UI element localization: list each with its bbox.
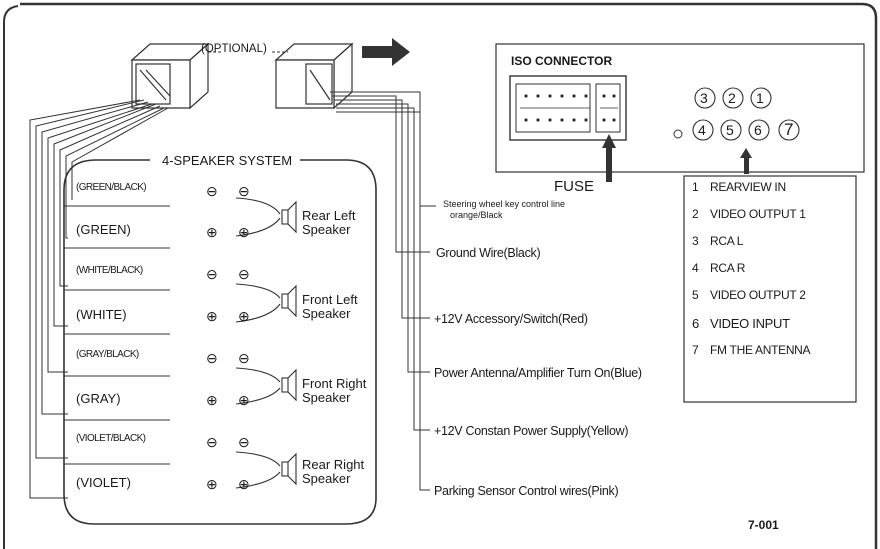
speaker-name: Speaker <box>302 222 351 237</box>
pin-number: 7 <box>784 120 794 139</box>
iso-pins <box>524 94 616 122</box>
polarity-symbol: ⊕ <box>238 224 250 240</box>
polarity-symbol: ⊖ <box>206 183 218 199</box>
pin-number: 1 <box>756 90 764 106</box>
power-wire-label: Parking Sensor Control wires(Pink) <box>434 484 619 498</box>
polarity-symbol: ⊖ <box>238 183 250 199</box>
wire-label: (VIOLET) <box>76 475 131 490</box>
polarity-symbol: ⊕ <box>238 392 250 408</box>
polarity-symbol: ⊖ <box>206 266 218 282</box>
wire-label: (VIOLET/BLACK) <box>76 433 146 444</box>
pin-number: 5 <box>726 122 734 138</box>
polarity-symbol: ⊖ <box>206 350 218 366</box>
speaker-wires <box>29 99 169 499</box>
wire-label: (GREEN) <box>76 222 131 237</box>
polarity-symbol: ⊖ <box>238 350 250 366</box>
fuse-arrow <box>602 134 616 182</box>
speaker-name: Rear Right <box>302 457 365 472</box>
polarity-symbol: ⊕ <box>206 392 218 408</box>
power-wire-label: Ground Wire(Black) <box>436 246 541 260</box>
optional-label: (OPTIONAL) <box>201 43 267 55</box>
pin-number: 2 <box>728 90 736 106</box>
power-wire-label: +12V Accessory/Switch(Red) <box>434 312 588 326</box>
polarity-symbol: ⊕ <box>206 308 218 324</box>
polarity-symbol: ⊕ <box>238 308 250 324</box>
steering-line-label: Steering wheel key control line <box>443 199 566 209</box>
outer-frame <box>20 2 878 549</box>
steering-line-color: orange/Black <box>450 210 503 220</box>
iso-connector <box>495 43 865 173</box>
speaker-name: Speaker <box>302 390 351 405</box>
right-connector <box>274 42 354 110</box>
wire-label: (WHITE) <box>76 307 127 322</box>
left-connector <box>130 42 210 110</box>
speaker-name: Rear Left <box>302 208 356 223</box>
power-wire-label: +12V Constan Power Supply(Yellow) <box>434 424 629 438</box>
power-wires <box>330 91 436 491</box>
fuse-label: FUSE <box>554 178 595 195</box>
speaker-symbols <box>235 197 297 489</box>
direction-arrow <box>362 38 410 66</box>
speaker-name: Front Left <box>302 292 358 307</box>
polarity-symbol: ⊖ <box>238 266 250 282</box>
pin-number: 3 <box>700 90 708 106</box>
polarity-symbol: ⊖ <box>206 434 218 450</box>
pin-circles <box>692 87 800 141</box>
wire-label: (GREEN/BLACK) <box>76 182 147 193</box>
wire-label: (GRAY) <box>76 391 121 406</box>
pin-number: 6 <box>754 122 762 138</box>
polarity-symbol: ⊕ <box>206 224 218 240</box>
speaker-system-title: 4-SPEAKER SYSTEM <box>158 153 297 168</box>
polarity-symbol: ⊕ <box>206 476 218 492</box>
speaker-name: Speaker <box>302 471 351 486</box>
row-dividers <box>64 205 170 465</box>
iso-connector-label: ISO CONNECTOR <box>511 54 613 68</box>
pin-number: 4 <box>698 122 706 138</box>
wire-label: (WHITE/BLACK) <box>76 265 143 276</box>
diagram-code: 7-001 <box>748 518 779 532</box>
pin-legend-box <box>683 175 857 403</box>
polarity-symbol: ⊖ <box>238 434 250 450</box>
pin-arrow <box>740 148 752 174</box>
wire-label: (GRAY/BLACK) <box>76 349 139 360</box>
polarity-symbol: ⊕ <box>238 476 250 492</box>
speaker-system-box <box>63 159 377 525</box>
speaker-name: Front Right <box>302 376 367 391</box>
speaker-name: Speaker <box>302 306 351 321</box>
power-wire-label: Power Antenna/Amplifier Turn On(Blue) <box>434 366 642 380</box>
